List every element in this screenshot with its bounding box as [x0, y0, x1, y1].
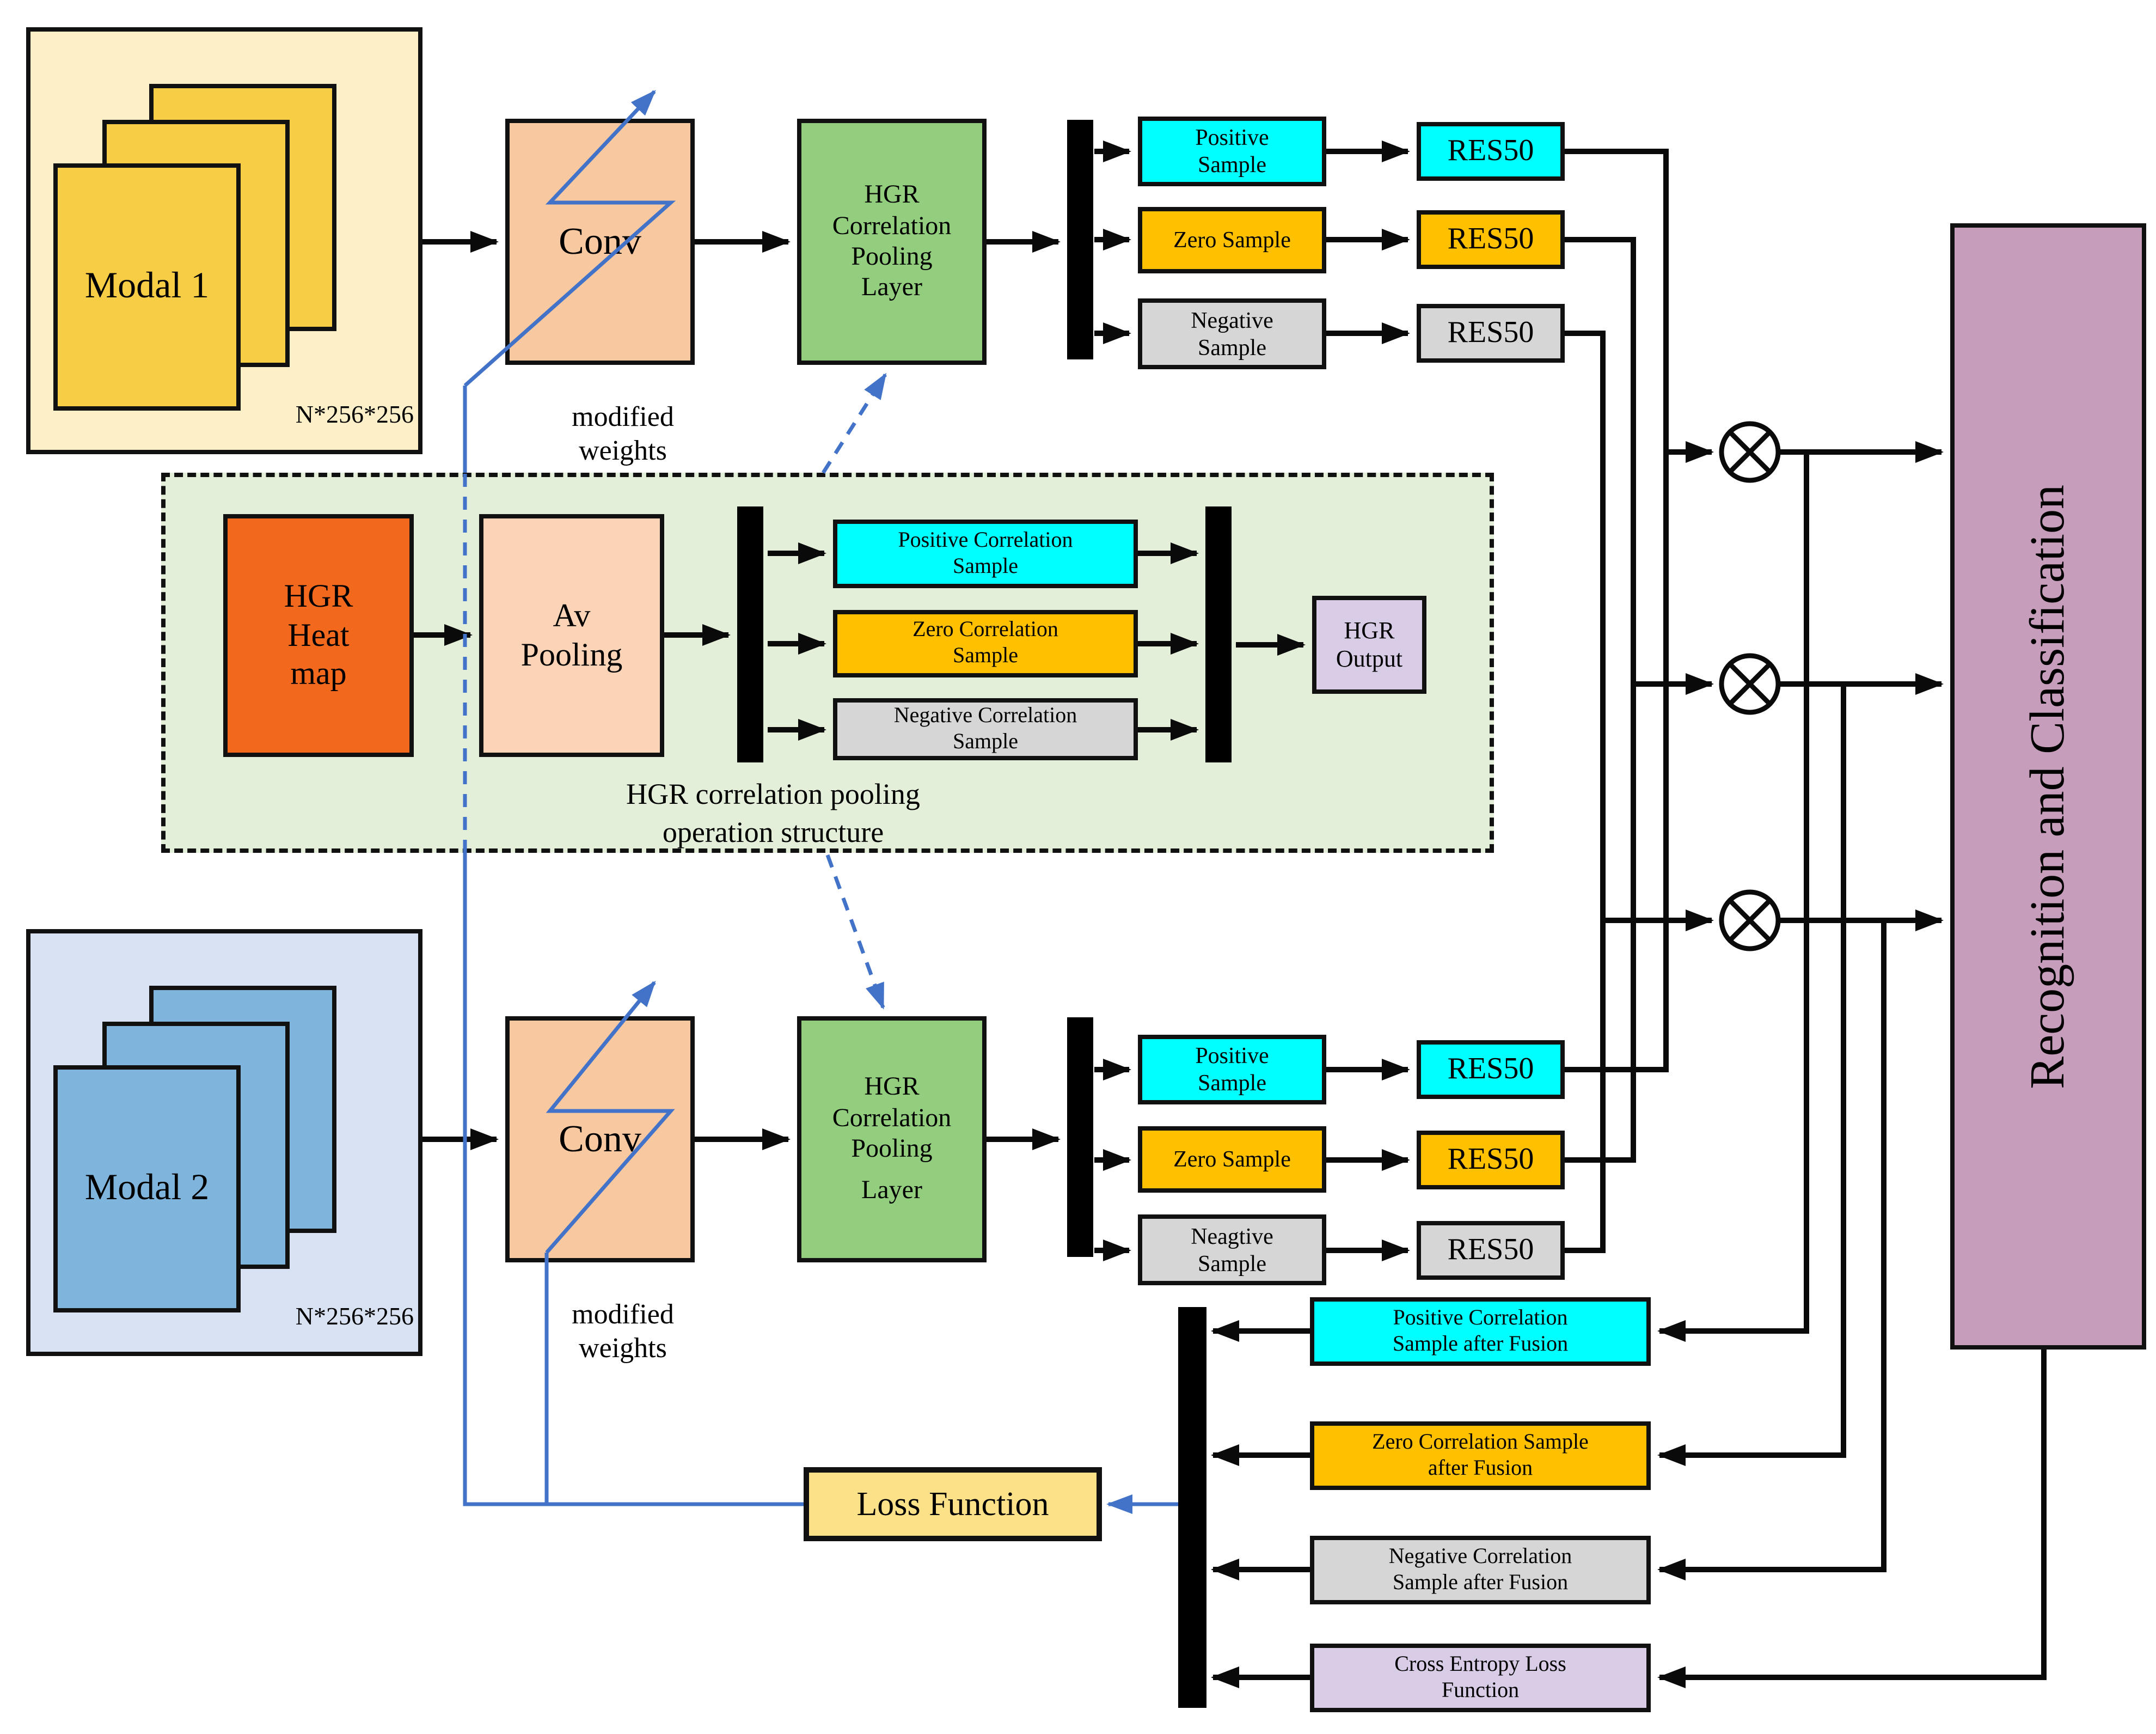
fusion-negative-box: Negative Correlation Sample after Fusion	[1310, 1536, 1651, 1604]
hgr-pooling-layer-top: HGR Correlation Pooling Layer	[797, 119, 987, 365]
hgr-pooling-layer-bottom: HGR Correlation Pooling Layer	[797, 1016, 987, 1262]
cross-entropy-box: Cross Entropy Loss Function	[1310, 1644, 1651, 1712]
splitter-bar-bottom	[1067, 1017, 1093, 1257]
multiply-icon-group	[1719, 421, 1781, 951]
av-pooling-box: Av Pooling	[479, 514, 664, 757]
fusion-merge-bar	[1178, 1307, 1206, 1708]
dashed-arrow-to-bottom-layer	[825, 854, 885, 1010]
flow-arrows	[414, 141, 2047, 1688]
fusion-positive-box: Positive Correlation Sample after Fusion	[1310, 1297, 1651, 1366]
conv-block-bottom: Conv	[505, 1016, 695, 1262]
bottom-res50-negative: RES50	[1417, 1221, 1565, 1280]
top-res50-positive: RES50	[1417, 122, 1565, 181]
top-res50-zero: RES50	[1417, 210, 1565, 269]
modal2-label: Modal 2	[84, 1168, 210, 1208]
fusion-zero-box: Zero Correlation Sample after Fusion	[1310, 1421, 1651, 1490]
recognition-label: Recognition and Classification	[2020, 484, 2075, 1089]
bottom-positive-sample-box: Positive Sample	[1138, 1035, 1326, 1104]
top-positive-sample-box: Positive Sample	[1138, 117, 1326, 186]
bottom-negative-sample-box: Neagtive Sample	[1138, 1214, 1326, 1285]
modal1-label: Modal 1	[84, 266, 210, 307]
hgr-heatmap-box: HGR Heat map	[223, 514, 414, 757]
structure-negative-sample-box: Negative Correlation Sample	[833, 698, 1138, 760]
structure-caption: HGR correlation pooling operation struct…	[626, 777, 920, 848]
modified-weights-note-bottom: modified weights	[572, 1298, 674, 1364]
modal2-sheet-front: Modal 2	[53, 1065, 241, 1312]
structure-splitter-bar	[737, 506, 763, 762]
conv-block-top: Conv	[505, 119, 695, 365]
recognition-box: Recognition and Classification	[1950, 223, 2146, 1350]
bottom-res50-positive: RES50	[1417, 1040, 1565, 1099]
dashed-arrow-to-top-layer	[822, 373, 887, 474]
bottom-res50-zero: RES50	[1417, 1131, 1565, 1189]
hgr-output-box: HGR Output	[1312, 596, 1426, 694]
multiply-icon-zero	[1719, 653, 1781, 715]
top-zero-sample-box: Zero Sample	[1138, 207, 1326, 273]
res50-routing-lines	[1565, 149, 1669, 1253]
structure-positive-sample-box: Positive Correlation Sample	[833, 520, 1138, 588]
loss-function-box: Loss Function	[804, 1467, 1102, 1541]
modified-weights-note-top: modified weights	[572, 401, 674, 466]
splitter-bar-top	[1067, 120, 1093, 359]
modal2-dims: N*256*256	[295, 1303, 414, 1330]
structure-merge-bar	[1205, 506, 1232, 762]
top-res50-negative: RES50	[1417, 304, 1565, 363]
multiply-icon-positive	[1719, 421, 1781, 483]
bottom-zero-sample-box: Zero Sample	[1138, 1126, 1326, 1193]
structure-zero-sample-box: Zero Correlation Sample	[833, 610, 1138, 677]
modal1-sheet-front: Modal 1	[53, 163, 241, 411]
modal1-dims: N*256*256	[295, 401, 414, 429]
multiply-icon-negative	[1719, 889, 1781, 951]
top-negative-sample-box: Negative Sample	[1138, 298, 1326, 369]
